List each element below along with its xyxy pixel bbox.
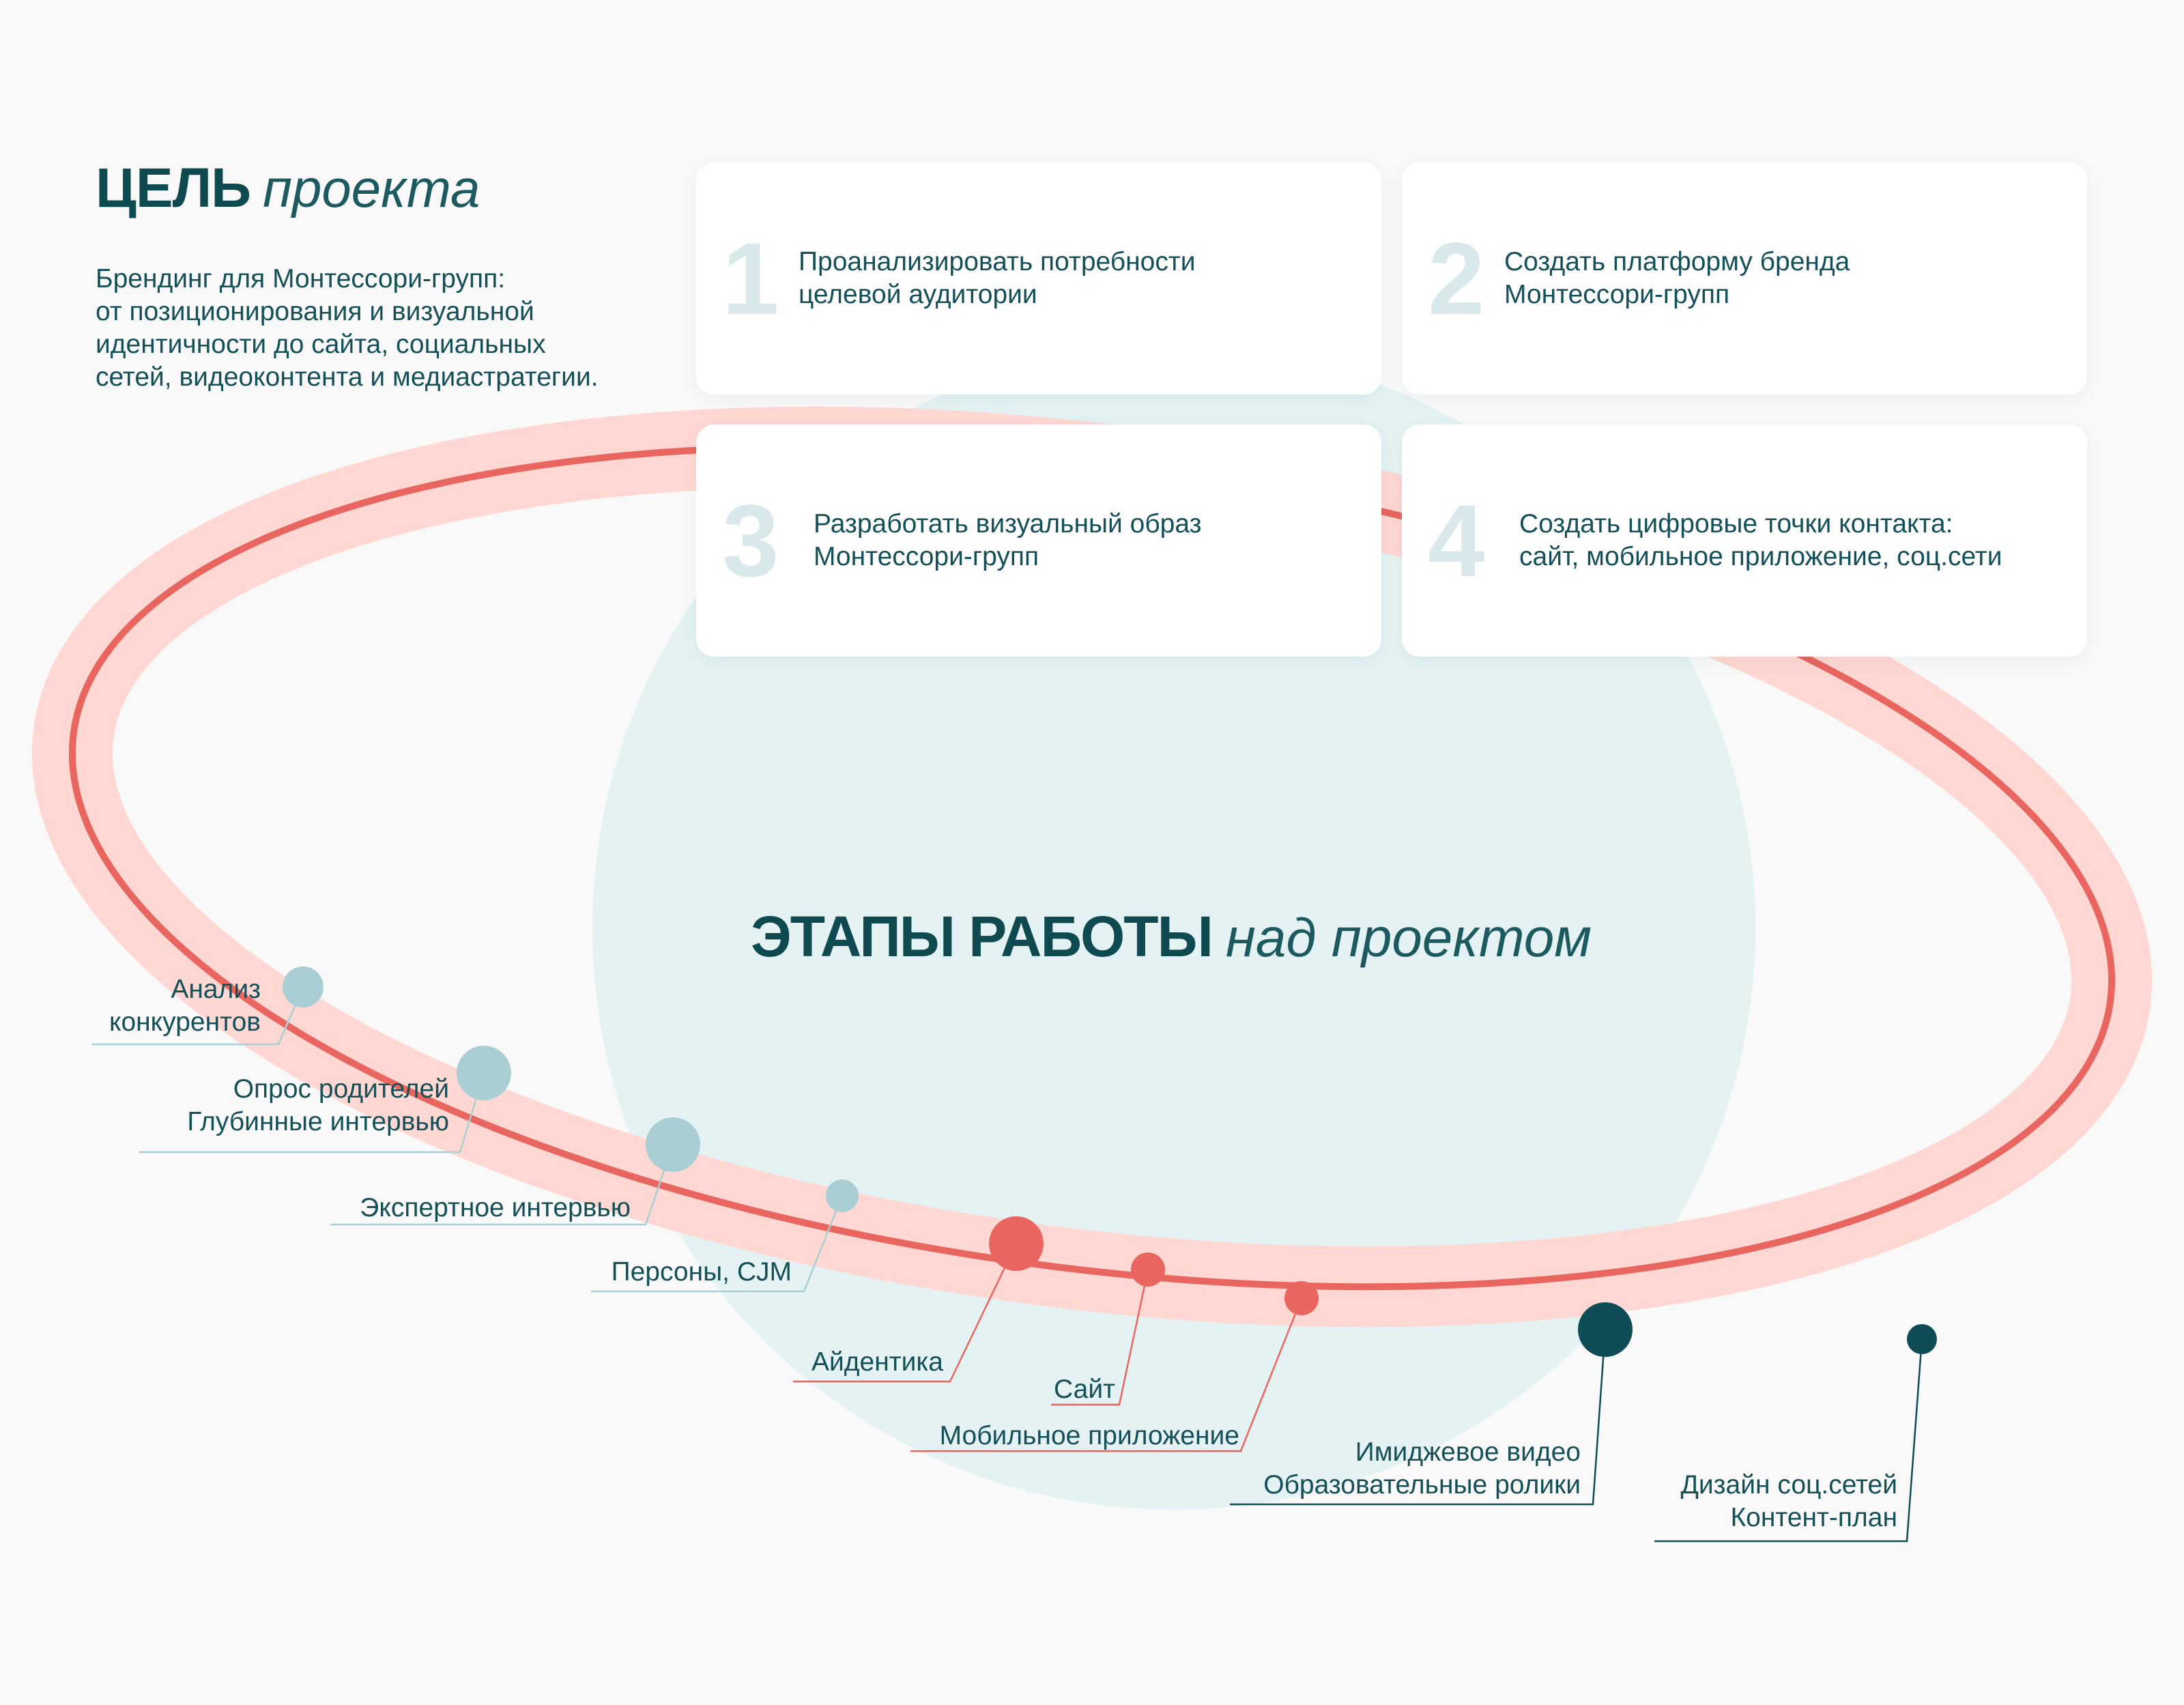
task-number: 3 (722, 483, 779, 598)
goal-description-line: идентичности до сайта, социальных (96, 330, 546, 359)
leader-line-2 (139, 1072, 485, 1154)
goal-description-line: Брендинг для Монтессори-групп: (96, 264, 506, 293)
stage-label-line: Имиджевое видео (1355, 1437, 1581, 1467)
stage-label-line: Глубинные интервью (187, 1107, 449, 1136)
leader-lines (91, 986, 1923, 1543)
stage-label-line: конкурентов (109, 1007, 261, 1037)
stage-label-line: Опрос родителей (233, 1074, 449, 1104)
stage-label-line: Экспертное интервью (360, 1193, 631, 1222)
stage-dot-3 (646, 1117, 700, 1172)
task-card-3: 3 Разработать визуальный образ Монтессор… (696, 425, 1381, 657)
stage-dot-7 (1284, 1281, 1319, 1315)
stage-label-line: Дизайн соц.сетей (1680, 1470, 1897, 1500)
stage-label-9: Дизайн соц.сетей Контент-план (1680, 1469, 1897, 1534)
stage-label-6: Сайт (1054, 1373, 1115, 1406)
goal-description: Брендинг для Монтессори-групп: от позици… (96, 263, 696, 394)
stage-label-line: Айдентика (811, 1347, 943, 1377)
stage-dots (283, 966, 1937, 1357)
leader-line-9 (1654, 1338, 1923, 1543)
task-text-line: Монтессори-групп (814, 542, 1039, 571)
stage-dot-8 (1578, 1302, 1633, 1357)
stage-label-7: Мобильное приложение (940, 1420, 1239, 1452)
stage-label-line: Анализ (171, 975, 261, 1004)
stage-dot-1 (283, 966, 324, 1007)
task-number: 4 (1428, 483, 1485, 598)
leader-line-4 (591, 1195, 844, 1293)
stage-dot-9 (1907, 1324, 1937, 1354)
task-number: 1 (722, 221, 779, 336)
stages-title-bold: ЭТАПЫ РАБОТЫ (751, 904, 1213, 969)
stage-label-line: Образовательные ролики (1263, 1470, 1581, 1500)
leader-line-6 (1051, 1269, 1149, 1406)
stage-label-2: Опрос родителей Глубинные интервью (187, 1073, 449, 1138)
stage-label-line: Мобильное приложение (939, 1421, 1239, 1450)
task-text-line: Создать платформу бренда (1504, 247, 1850, 276)
task-card-2: 2 Создать платформу бренда Монтессори-гр… (1402, 162, 2087, 395)
stage-dot-5 (989, 1216, 1044, 1271)
stage-label-4: Персоны, CJM (612, 1256, 792, 1289)
stage-dot-4 (826, 1179, 859, 1212)
leader-line-7 (910, 1298, 1303, 1452)
stage-label-line: Контент-план (1730, 1503, 1897, 1532)
task-text-line: целевой аудитории (799, 280, 1037, 309)
task-text-line: сайт, мобильное приложение, соц.сети (1519, 542, 2002, 571)
goal-title-light: проекта (263, 158, 480, 218)
goal-title-bold: ЦЕЛЬ (96, 157, 251, 219)
task-text-line: Монтессори-групп (1504, 280, 1730, 309)
leader-line-5 (793, 1243, 1018, 1383)
task-text: Создать платформу бренда Монтессори-груп… (1504, 246, 2067, 311)
stage-label-1: Анализ конкурентов (109, 973, 261, 1039)
task-card-4: 4 Создать цифровые точки контакта: сайт,… (1402, 425, 2087, 657)
goal-description-line: сетей, видеоконтента и медиастратегии. (96, 362, 599, 392)
stage-label-5: Айдентика (811, 1346, 943, 1379)
task-text: Проанализировать потребности целевой ауд… (799, 246, 1361, 311)
leader-line-1 (91, 986, 304, 1046)
leader-line-8 (1230, 1329, 1607, 1506)
stage-label-line: Сайт (1054, 1375, 1115, 1404)
task-number: 2 (1428, 221, 1485, 336)
stages-title-light: над проектом (1225, 907, 1592, 968)
task-text: Создать цифровые точки контакта: сайт, м… (1519, 508, 2067, 573)
stage-dot-6 (1131, 1252, 1165, 1287)
task-text-line: Проанализировать потребности (799, 247, 1196, 276)
task-text-line: Разработать визуальный образ (814, 509, 1202, 539)
stage-dot-2 (457, 1046, 511, 1100)
goal-description-line: от позиционирования и визуальной (96, 297, 534, 326)
stage-label-line: Персоны, CJM (611, 1257, 792, 1287)
task-card-1: 1 Проанализировать потребности целевой а… (696, 162, 1381, 395)
stage-label-8: Имиджевое видео Образовательные ролики (1263, 1436, 1581, 1502)
leader-line-3 (330, 1144, 674, 1226)
task-text-line: Создать цифровые точки контакта: (1519, 509, 1953, 539)
task-text: Разработать визуальный образ Монтессори-… (814, 508, 1361, 573)
stage-label-3: Экспертное интервью (360, 1192, 631, 1224)
